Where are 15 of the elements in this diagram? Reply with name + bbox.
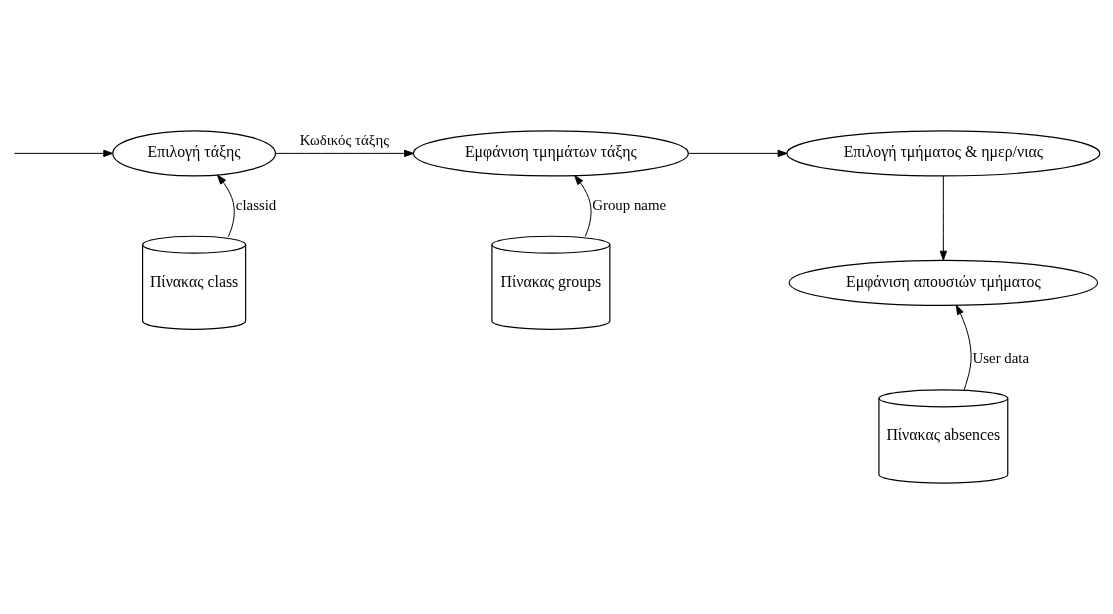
arrow xyxy=(13,149,114,157)
arrow xyxy=(217,174,235,238)
edge-label: User data xyxy=(972,350,1030,367)
arrow xyxy=(955,304,972,391)
node-ellipse: Εμφάνιση απουσιών τμήματος xyxy=(788,259,1099,306)
node-ellipse: Επιλογή τμήματος & ημερ/νιας xyxy=(786,130,1101,177)
node-ellipse: Εμφάνιση τμημάτων τάξης xyxy=(412,130,689,177)
arrow xyxy=(688,149,788,157)
edge-label: Κωδικός τάξης xyxy=(299,132,390,149)
arrow xyxy=(574,175,592,237)
arrow xyxy=(939,175,947,261)
edge-label: classid xyxy=(235,196,277,213)
edge-label: Group name xyxy=(592,196,667,213)
arrow xyxy=(275,149,414,157)
node-ellipse: Επιλογή τάξης xyxy=(112,130,277,177)
